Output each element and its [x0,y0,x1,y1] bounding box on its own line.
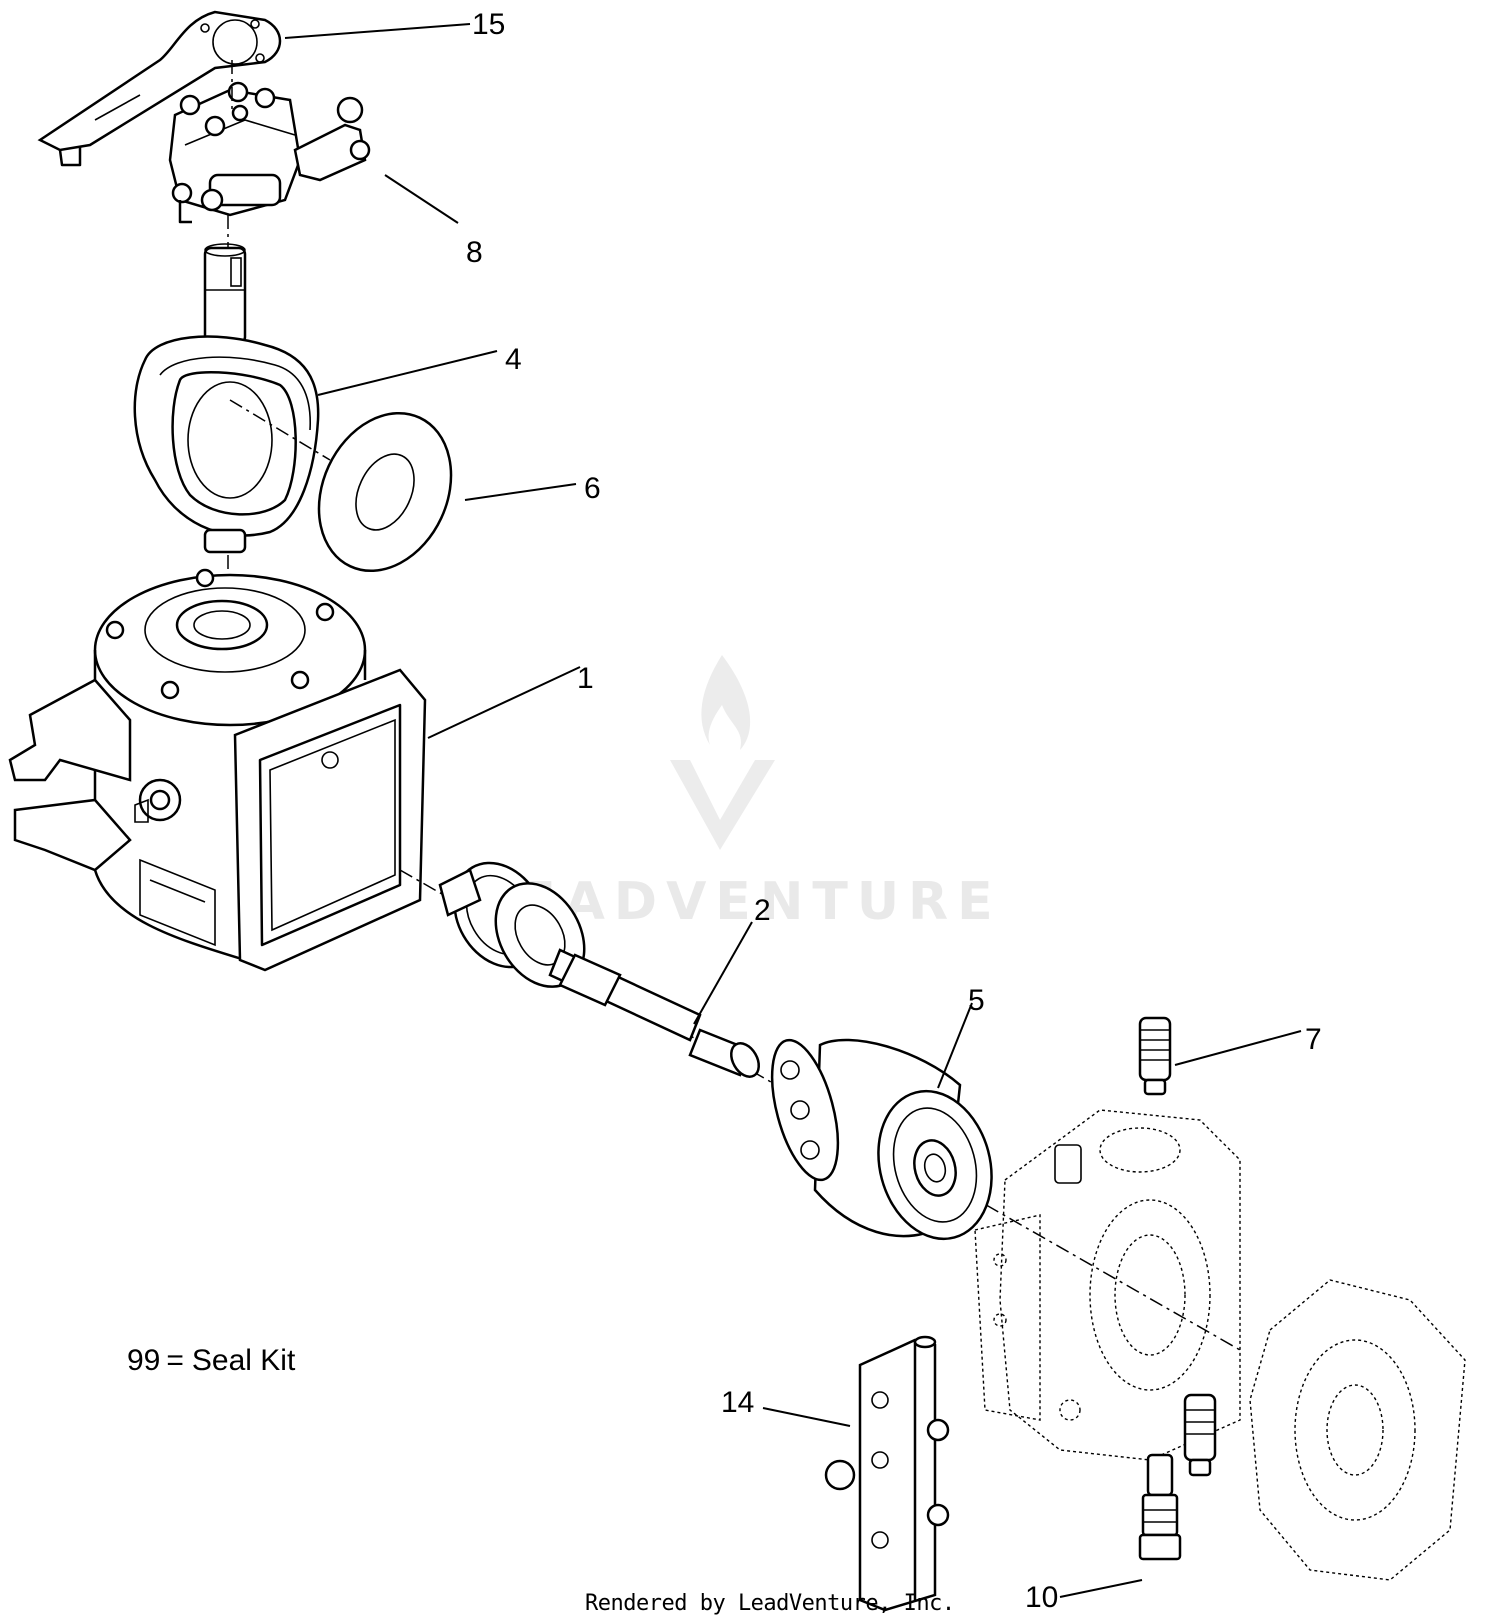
cylinder-block-part [770,1038,993,1241]
relief-valve-part [1138,1016,1172,1096]
bypass-valve-part [1138,1453,1182,1561]
housing-part [8,568,427,972]
seal-kit-separator: = [166,1344,184,1377]
seal-kit-text: Seal Kit [191,1344,296,1377]
callout-1: 1 [577,662,594,695]
callout-4: 4 [505,343,522,376]
thrust-washer-part [317,411,453,573]
callout-2: 2 [754,894,771,927]
control-valve-part [168,81,371,224]
callout-7: 7 [1305,1023,1322,1056]
seal-kit-note: 99=Seal Kit [127,1344,295,1378]
callout-10: 10 [1025,1581,1059,1614]
render-credit: Rendered by LeadVenture, Inc. [585,1591,955,1616]
input-shaft-part [438,861,760,1078]
callout-15: 15 [472,8,506,41]
check-valve-part [1183,1393,1217,1477]
callout-14: 14 [721,1386,755,1419]
control-arm-part [37,10,282,167]
callout-6: 6 [584,472,601,505]
callout-8: 8 [466,236,483,269]
leadventure-watermark-icon [670,655,775,850]
swash-plate-part [133,243,320,554]
callout-5: 5 [968,984,985,1017]
seal-kit-code: 99 [127,1344,161,1377]
manifold-block-part [824,1335,950,1612]
end-cap-part [1249,1279,1466,1581]
